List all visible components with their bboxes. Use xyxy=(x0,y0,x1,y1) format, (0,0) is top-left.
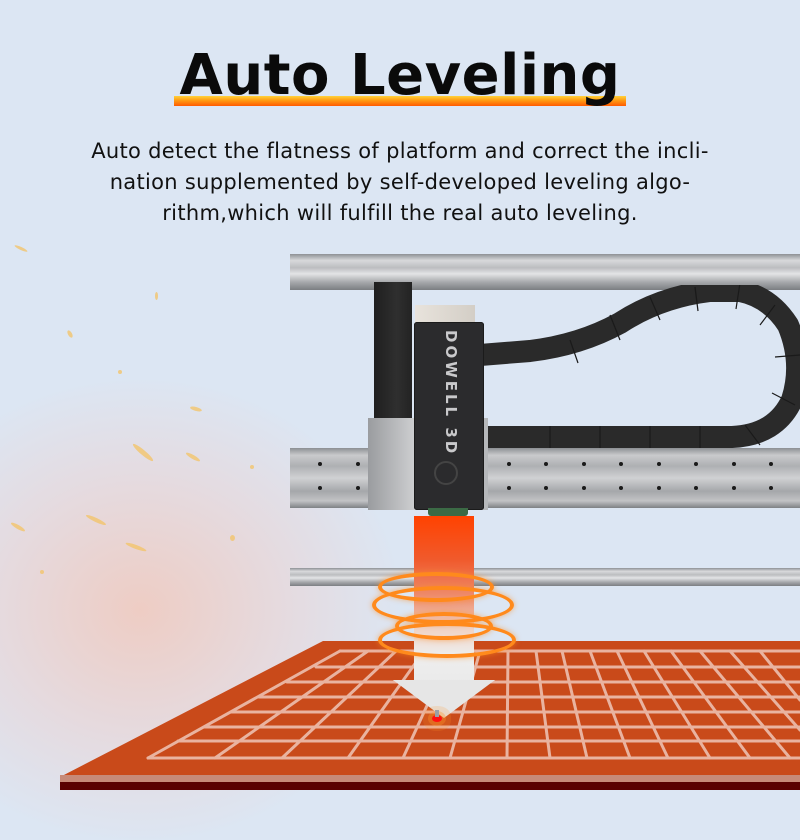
description-line: Auto detect the flatness of platform and… xyxy=(91,139,709,163)
probe-ring-icon xyxy=(378,622,516,658)
title-underline xyxy=(173,96,627,106)
print-head-tip-icon xyxy=(428,508,468,516)
title-wrapper: Auto Leveling xyxy=(173,43,627,108)
brand-logo-text: DOWELL 3D xyxy=(442,330,460,457)
page-title: Auto Leveling xyxy=(179,43,621,108)
probe-point-icon xyxy=(432,715,442,722)
down-arrow-icon xyxy=(393,680,495,718)
z-axis-post-icon xyxy=(374,282,412,422)
description-line: nation supplemented by self-developed le… xyxy=(109,170,691,194)
probe-needle-icon xyxy=(435,710,439,717)
cable-drag-chain-icon xyxy=(479,285,800,448)
description-line: rithm,which will fulfill the real auto l… xyxy=(162,201,638,225)
feature-description: Auto detect the flatness of platform and… xyxy=(40,136,760,229)
print-head-cap-icon xyxy=(415,305,475,323)
headline: Auto Leveling xyxy=(0,44,800,108)
brand-swirl-icon xyxy=(434,461,458,485)
